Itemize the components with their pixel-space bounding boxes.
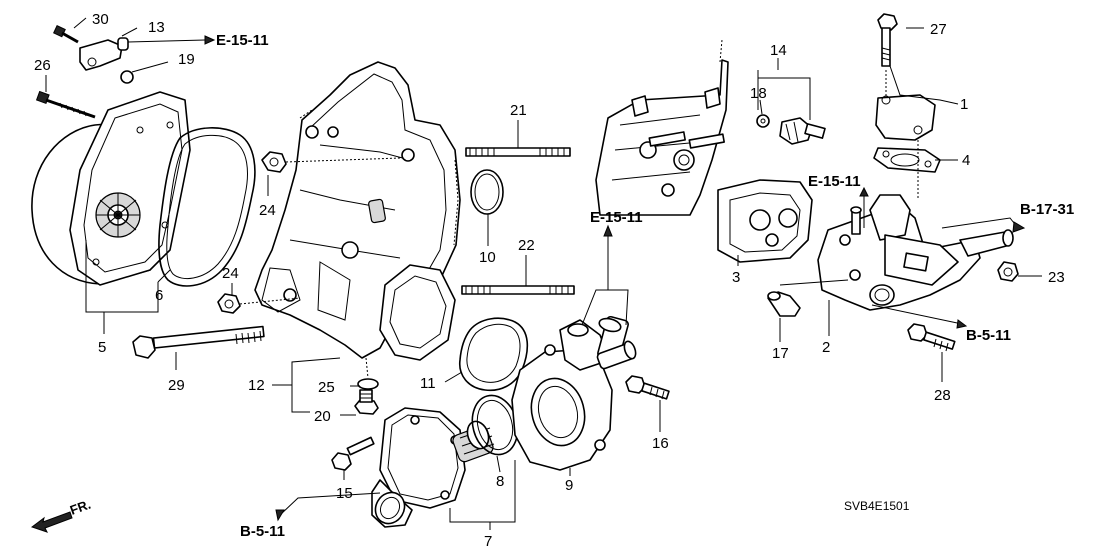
washer-25 xyxy=(357,378,379,390)
label-28: 28 xyxy=(934,387,951,404)
label-23: 23 xyxy=(1048,269,1065,286)
stud-21 xyxy=(465,147,571,157)
bolt-27 xyxy=(877,13,898,67)
pump-gasket xyxy=(158,127,256,287)
nut-24-upper xyxy=(261,151,287,173)
label-16: 16 xyxy=(652,435,669,452)
nut-23 xyxy=(997,261,1019,282)
ref-e15-mid: E-15-11 xyxy=(590,209,643,226)
label-7: 7 xyxy=(484,533,492,550)
bolt-26 xyxy=(35,90,96,119)
label-24-lower: 24 xyxy=(222,265,239,282)
sensor-13 xyxy=(79,37,129,71)
label-20: 20 xyxy=(314,408,331,425)
nut-24-lower xyxy=(217,293,241,314)
sensor-14 xyxy=(779,117,826,145)
label-2: 2 xyxy=(822,339,830,356)
label-18: 18 xyxy=(750,85,767,102)
label-30: 30 xyxy=(92,11,109,28)
label-24-upper: 24 xyxy=(259,202,276,219)
ref-b17: B-17-31 xyxy=(1020,201,1074,218)
label-14: 14 xyxy=(770,42,787,59)
label-8: 8 xyxy=(496,473,504,490)
ref-b5-right: B-5-11 xyxy=(966,327,1011,344)
front-direction-arrow xyxy=(30,511,73,533)
label-11: 11 xyxy=(420,375,436,392)
gasket-11 xyxy=(459,317,529,392)
leader-lines xyxy=(45,17,1042,530)
label-22: 22 xyxy=(518,237,535,254)
direction-label: FR. xyxy=(68,497,93,518)
label-4: 4 xyxy=(962,152,970,169)
label-13: 13 xyxy=(148,19,165,36)
label-19: 19 xyxy=(178,51,195,68)
gasket-4 xyxy=(873,147,941,173)
cylinder-head-section xyxy=(595,39,729,216)
part-number-labels: 30 13 19 26 6 5 24 24 29 12 25 20 21 10 … xyxy=(34,11,1065,550)
label-10: 10 xyxy=(479,249,496,266)
bolt-16 xyxy=(625,375,670,400)
bolt-29 xyxy=(132,325,265,359)
drain-plug-20 xyxy=(354,389,379,415)
thermostat-cover xyxy=(371,407,466,528)
water-outlet-2 xyxy=(817,194,1014,311)
o-ring-10 xyxy=(470,169,504,215)
label-27: 27 xyxy=(930,21,947,38)
ref-e15-top: E-15-11 xyxy=(216,32,269,49)
label-9: 9 xyxy=(565,477,573,494)
label-26: 26 xyxy=(34,57,51,74)
ref-b5-bottom: B-5-11 xyxy=(240,523,285,540)
washer-18 xyxy=(756,114,770,128)
o-ring-19 xyxy=(120,70,134,84)
label-21: 21 xyxy=(510,102,527,119)
label-15: 15 xyxy=(336,485,353,502)
stud-22 xyxy=(461,285,575,295)
thermostat xyxy=(452,420,495,463)
water-pump xyxy=(31,91,191,286)
sensor-17 xyxy=(767,291,801,317)
ref-e15-right: E-15-11 xyxy=(808,173,861,190)
label-25: 25 xyxy=(318,379,335,396)
label-6: 6 xyxy=(155,287,163,304)
thermostat-housing-9 xyxy=(511,315,637,471)
label-3: 3 xyxy=(732,269,740,286)
cover-1 xyxy=(875,94,936,141)
label-5: 5 xyxy=(98,339,106,356)
diagram-code: SVB4E1501 xyxy=(844,499,910,513)
label-29: 29 xyxy=(168,377,185,394)
bolt-30 xyxy=(53,25,79,44)
label-12: 12 xyxy=(248,377,265,394)
bolt-15 xyxy=(331,436,375,471)
bolt-28 xyxy=(907,323,956,352)
reference-labels: E-15-11 E-15-11 E-15-11 B-17-31 B-5-11 B… xyxy=(216,32,1074,540)
gasket-3 xyxy=(717,179,813,263)
label-17: 17 xyxy=(772,345,789,362)
label-1: 1 xyxy=(960,96,968,113)
